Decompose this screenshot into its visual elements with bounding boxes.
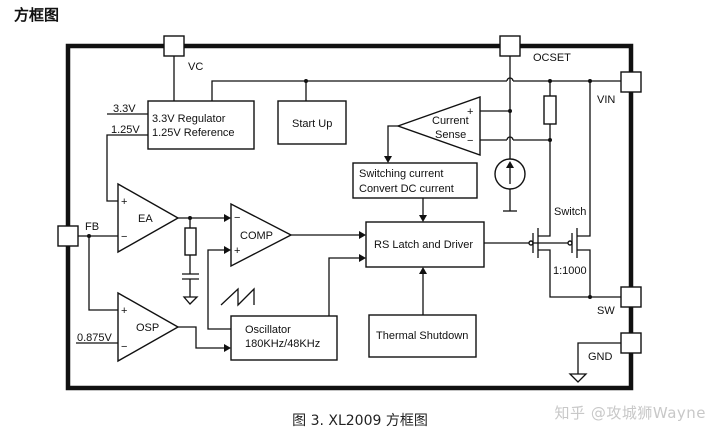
comp-plus: + <box>234 245 240 257</box>
current-sense-plus: + <box>467 106 473 118</box>
comp-amp <box>230 202 293 268</box>
switch-label: Switch <box>554 206 586 218</box>
pin-label-gnd: GND <box>588 351 613 363</box>
pin-vc <box>163 35 185 57</box>
switch-drain <box>577 81 591 237</box>
osp-amp <box>117 291 180 363</box>
rs-latch-block <box>365 221 485 268</box>
sawtooth-icon <box>220 287 255 307</box>
current-converter-block <box>352 162 478 199</box>
current-sense-label-1: Current <box>432 115 469 127</box>
current-sense-label-2: Sense <box>435 129 466 141</box>
compensation-resistor <box>184 227 197 256</box>
switch-source <box>577 249 591 297</box>
ea-plus: + <box>121 196 127 208</box>
ground-icon <box>182 296 199 305</box>
osp-label: OSP <box>136 322 159 334</box>
page-heading: 方框图 <box>14 6 60 24</box>
mosfet-source <box>538 249 621 298</box>
pin-label-vc: VC <box>188 61 203 73</box>
label-0v875: 0.875V <box>77 332 113 344</box>
osp-minus: − <box>121 341 127 353</box>
junction <box>588 295 592 299</box>
oscillator-label-1: Oscillator <box>245 324 291 336</box>
regulator-label-2: 1.25V Reference <box>152 127 235 139</box>
pin-label-fb: FB <box>85 221 99 233</box>
wire-fb-osp <box>88 236 118 311</box>
current-sense-minus: − <box>467 135 473 147</box>
watermark: 知乎 @攻城狮Wayne <box>554 404 706 422</box>
ground-icon <box>568 373 588 383</box>
label-1v25: 1.25V <box>111 124 140 136</box>
arrow-head <box>384 156 392 163</box>
figure-caption: 图 3. XL2009 方框图 <box>292 413 428 429</box>
wire-gnd <box>577 342 621 374</box>
thermal-label: Thermal Shutdown <box>376 330 468 342</box>
pin-label-vin: VIN <box>597 94 615 106</box>
pin-ocset <box>499 35 521 57</box>
chip-outline <box>65 43 634 391</box>
ea-amp <box>117 182 180 254</box>
ratio-label: 1:1000 <box>553 265 587 277</box>
arrow-head <box>224 214 231 222</box>
sense-resistor <box>543 95 557 125</box>
startup-label: Start Up <box>292 118 332 130</box>
oscillator-label-2: 180KHz/48KHz <box>245 338 320 350</box>
ea-label: EA <box>138 213 153 225</box>
arrow-head <box>419 215 427 222</box>
mosfet-drain <box>538 232 551 237</box>
wire-ramp <box>207 249 231 330</box>
arrow-head <box>224 344 231 352</box>
pin-label-ocset: OCSET <box>533 52 571 64</box>
osp-plus: + <box>121 305 127 317</box>
wire-1v25 <box>106 134 148 202</box>
rs-latch-label: RS Latch and Driver <box>374 239 473 251</box>
wire-vin-rail <box>211 80 621 101</box>
comp-label: COMP <box>240 230 273 242</box>
wire-osc-out <box>328 257 361 316</box>
wire-cs-out <box>387 125 398 158</box>
pin-gnd <box>620 332 642 354</box>
arrow-head <box>224 246 231 254</box>
arrow-head <box>419 267 427 274</box>
regulator-block <box>147 100 255 150</box>
regulator-label-1: 3.3V Regulator <box>152 113 226 125</box>
pin-sw <box>620 286 642 308</box>
pin-label-sw: SW <box>597 305 615 317</box>
pin-vin <box>620 71 642 93</box>
arrow-head <box>359 254 366 262</box>
converter-label-1: Switching current <box>359 168 443 180</box>
arrow-head <box>359 231 366 239</box>
pin-fb <box>57 225 79 247</box>
current-sense-amp <box>395 96 481 156</box>
converter-label-2: Convert DC current <box>359 183 454 195</box>
current-source-arrow-icon <box>506 161 514 168</box>
wire-osp-out <box>178 326 226 349</box>
ea-minus: − <box>121 231 127 243</box>
oscillator-block <box>230 315 338 361</box>
label-3v3: 3.3V <box>113 103 136 115</box>
comp-minus: − <box>234 212 240 224</box>
startup-block <box>277 100 347 145</box>
